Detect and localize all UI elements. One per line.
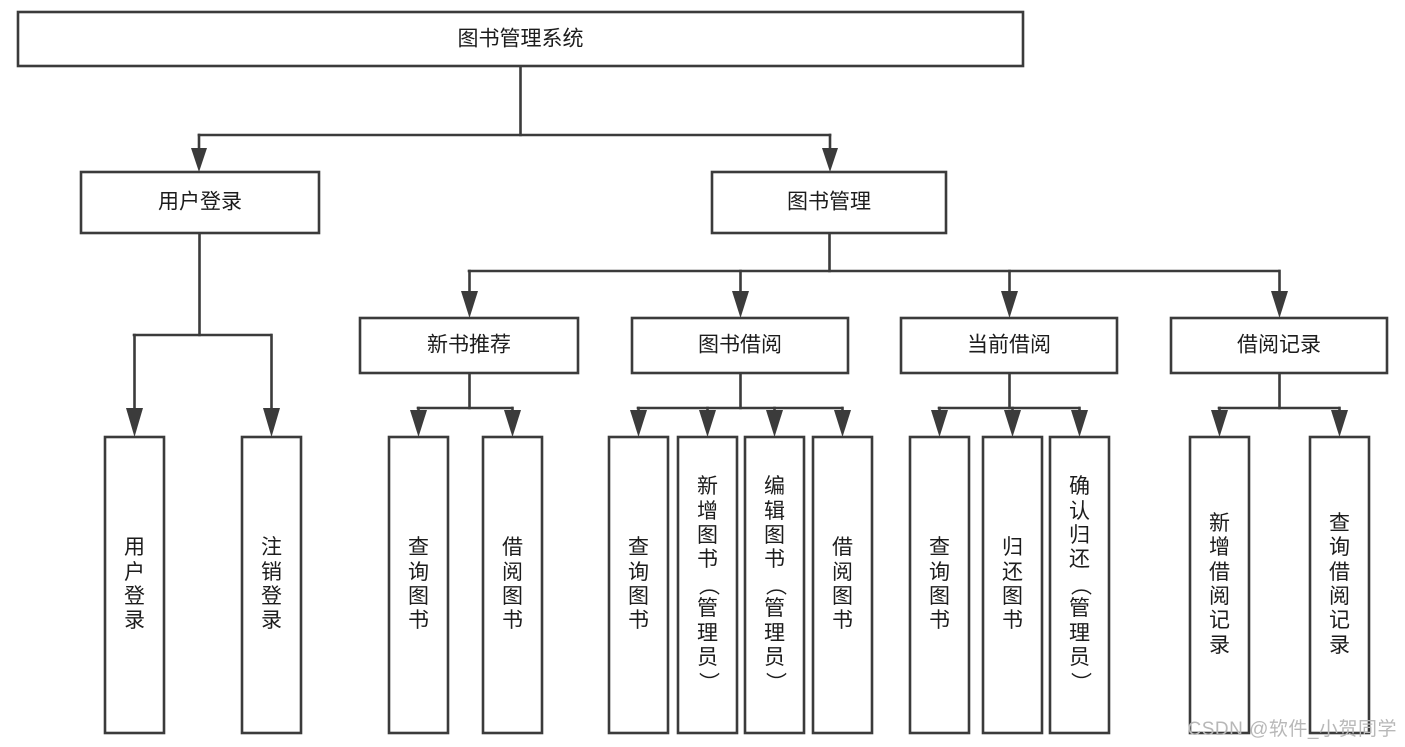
connector-layer bbox=[126, 64, 1348, 437]
node-borrow-record-box[interactable] bbox=[1169, 316, 1389, 375]
arrowhead-leaf-return-book bbox=[1004, 410, 1021, 437]
node-book-borrow-label: 图书借阅 bbox=[698, 334, 782, 357]
node-root-box[interactable] bbox=[16, 10, 1025, 68]
arrowhead-leaf-query-borrow-record bbox=[1331, 410, 1348, 437]
arrowhead-user-login bbox=[191, 148, 207, 172]
node-borrow-record-label: 借阅记录 bbox=[1237, 334, 1321, 357]
arrowhead-leaf-user-login bbox=[126, 408, 143, 437]
node-borrow-record[interactable]: 借阅记录 bbox=[1169, 316, 1389, 375]
csdn-watermark: CSDN @软件_小贺同学 bbox=[1187, 719, 1397, 740]
arrowhead-borrow-record bbox=[1271, 291, 1288, 318]
node-leaf-query-book-rec-box[interactable] bbox=[387, 435, 450, 735]
node-leaf-query-borrow-record-box[interactable] bbox=[1308, 435, 1371, 735]
node-leaf-user-login-box[interactable] bbox=[103, 435, 166, 735]
arrowhead-leaf-confirm-return-admin bbox=[1071, 410, 1088, 437]
node-user-login-label: 用户登录 bbox=[158, 191, 242, 214]
node-current-borrow[interactable]: 当前借阅 bbox=[899, 316, 1119, 375]
arrowhead-leaf-query-book-current bbox=[931, 410, 948, 437]
node-layer: 图书管理系统 用户登录 图书管理 新书推荐 图书借阅 bbox=[16, 10, 1389, 735]
arrowhead-book-borrow bbox=[732, 291, 749, 318]
arrowhead-leaf-borrow-book bbox=[834, 410, 851, 437]
node-leaf-borrow-book-rec-box[interactable] bbox=[481, 435, 544, 735]
node-book-manage[interactable]: 图书管理 bbox=[710, 170, 948, 235]
node-leaf-user-logout-box[interactable] bbox=[240, 435, 303, 735]
node-root-label: 图书管理系统 bbox=[458, 28, 584, 51]
node-book-borrow-box[interactable] bbox=[630, 316, 850, 375]
node-leaf-add-borrow-record-box[interactable] bbox=[1188, 435, 1251, 735]
arrowhead-leaf-add-borrow-record bbox=[1211, 410, 1228, 437]
arrowhead-leaf-query-book-borrow bbox=[630, 410, 647, 437]
arrowhead-new-book-recommend bbox=[461, 291, 478, 318]
node-book-manage-label: 图书管理 bbox=[787, 191, 871, 214]
arrowhead-book-manage bbox=[822, 148, 838, 172]
node-leaf-query-book-borrow-box[interactable] bbox=[607, 435, 670, 735]
node-new-book-recommend-box[interactable] bbox=[358, 316, 580, 375]
node-current-borrow-box[interactable] bbox=[899, 316, 1119, 375]
arrowhead-leaf-query-book-rec bbox=[410, 410, 427, 437]
node-current-borrow-label: 当前借阅 bbox=[967, 334, 1051, 357]
arrowhead-current-borrow bbox=[1001, 291, 1018, 318]
node-new-book-recommend-label: 新书推荐 bbox=[427, 334, 511, 357]
arrowhead-leaf-borrow-book-rec bbox=[504, 410, 521, 437]
node-leaf-query-book-current-box[interactable] bbox=[908, 435, 971, 735]
node-leaf-return-book-box[interactable] bbox=[981, 435, 1044, 735]
node-user-login[interactable]: 用户登录 bbox=[79, 170, 321, 235]
node-leaf-add-book-admin-box[interactable] bbox=[676, 435, 739, 735]
node-user-login-box[interactable] bbox=[79, 170, 321, 235]
node-book-borrow[interactable]: 图书借阅 bbox=[630, 316, 850, 375]
arrowhead-leaf-user-logout bbox=[263, 408, 280, 437]
node-new-book-recommend[interactable]: 新书推荐 bbox=[358, 316, 580, 375]
arrowhead-leaf-add-book-admin bbox=[699, 410, 716, 437]
node-leaf-edit-book-admin-box[interactable] bbox=[743, 435, 806, 735]
arrowhead-leaf-edit-book-admin bbox=[766, 410, 783, 437]
node-leaf-borrow-book-box[interactable] bbox=[811, 435, 874, 735]
node-book-manage-box[interactable] bbox=[710, 170, 948, 235]
node-leaf-confirm-return-admin-box[interactable] bbox=[1048, 435, 1111, 735]
node-root[interactable]: 图书管理系统 bbox=[16, 10, 1025, 68]
